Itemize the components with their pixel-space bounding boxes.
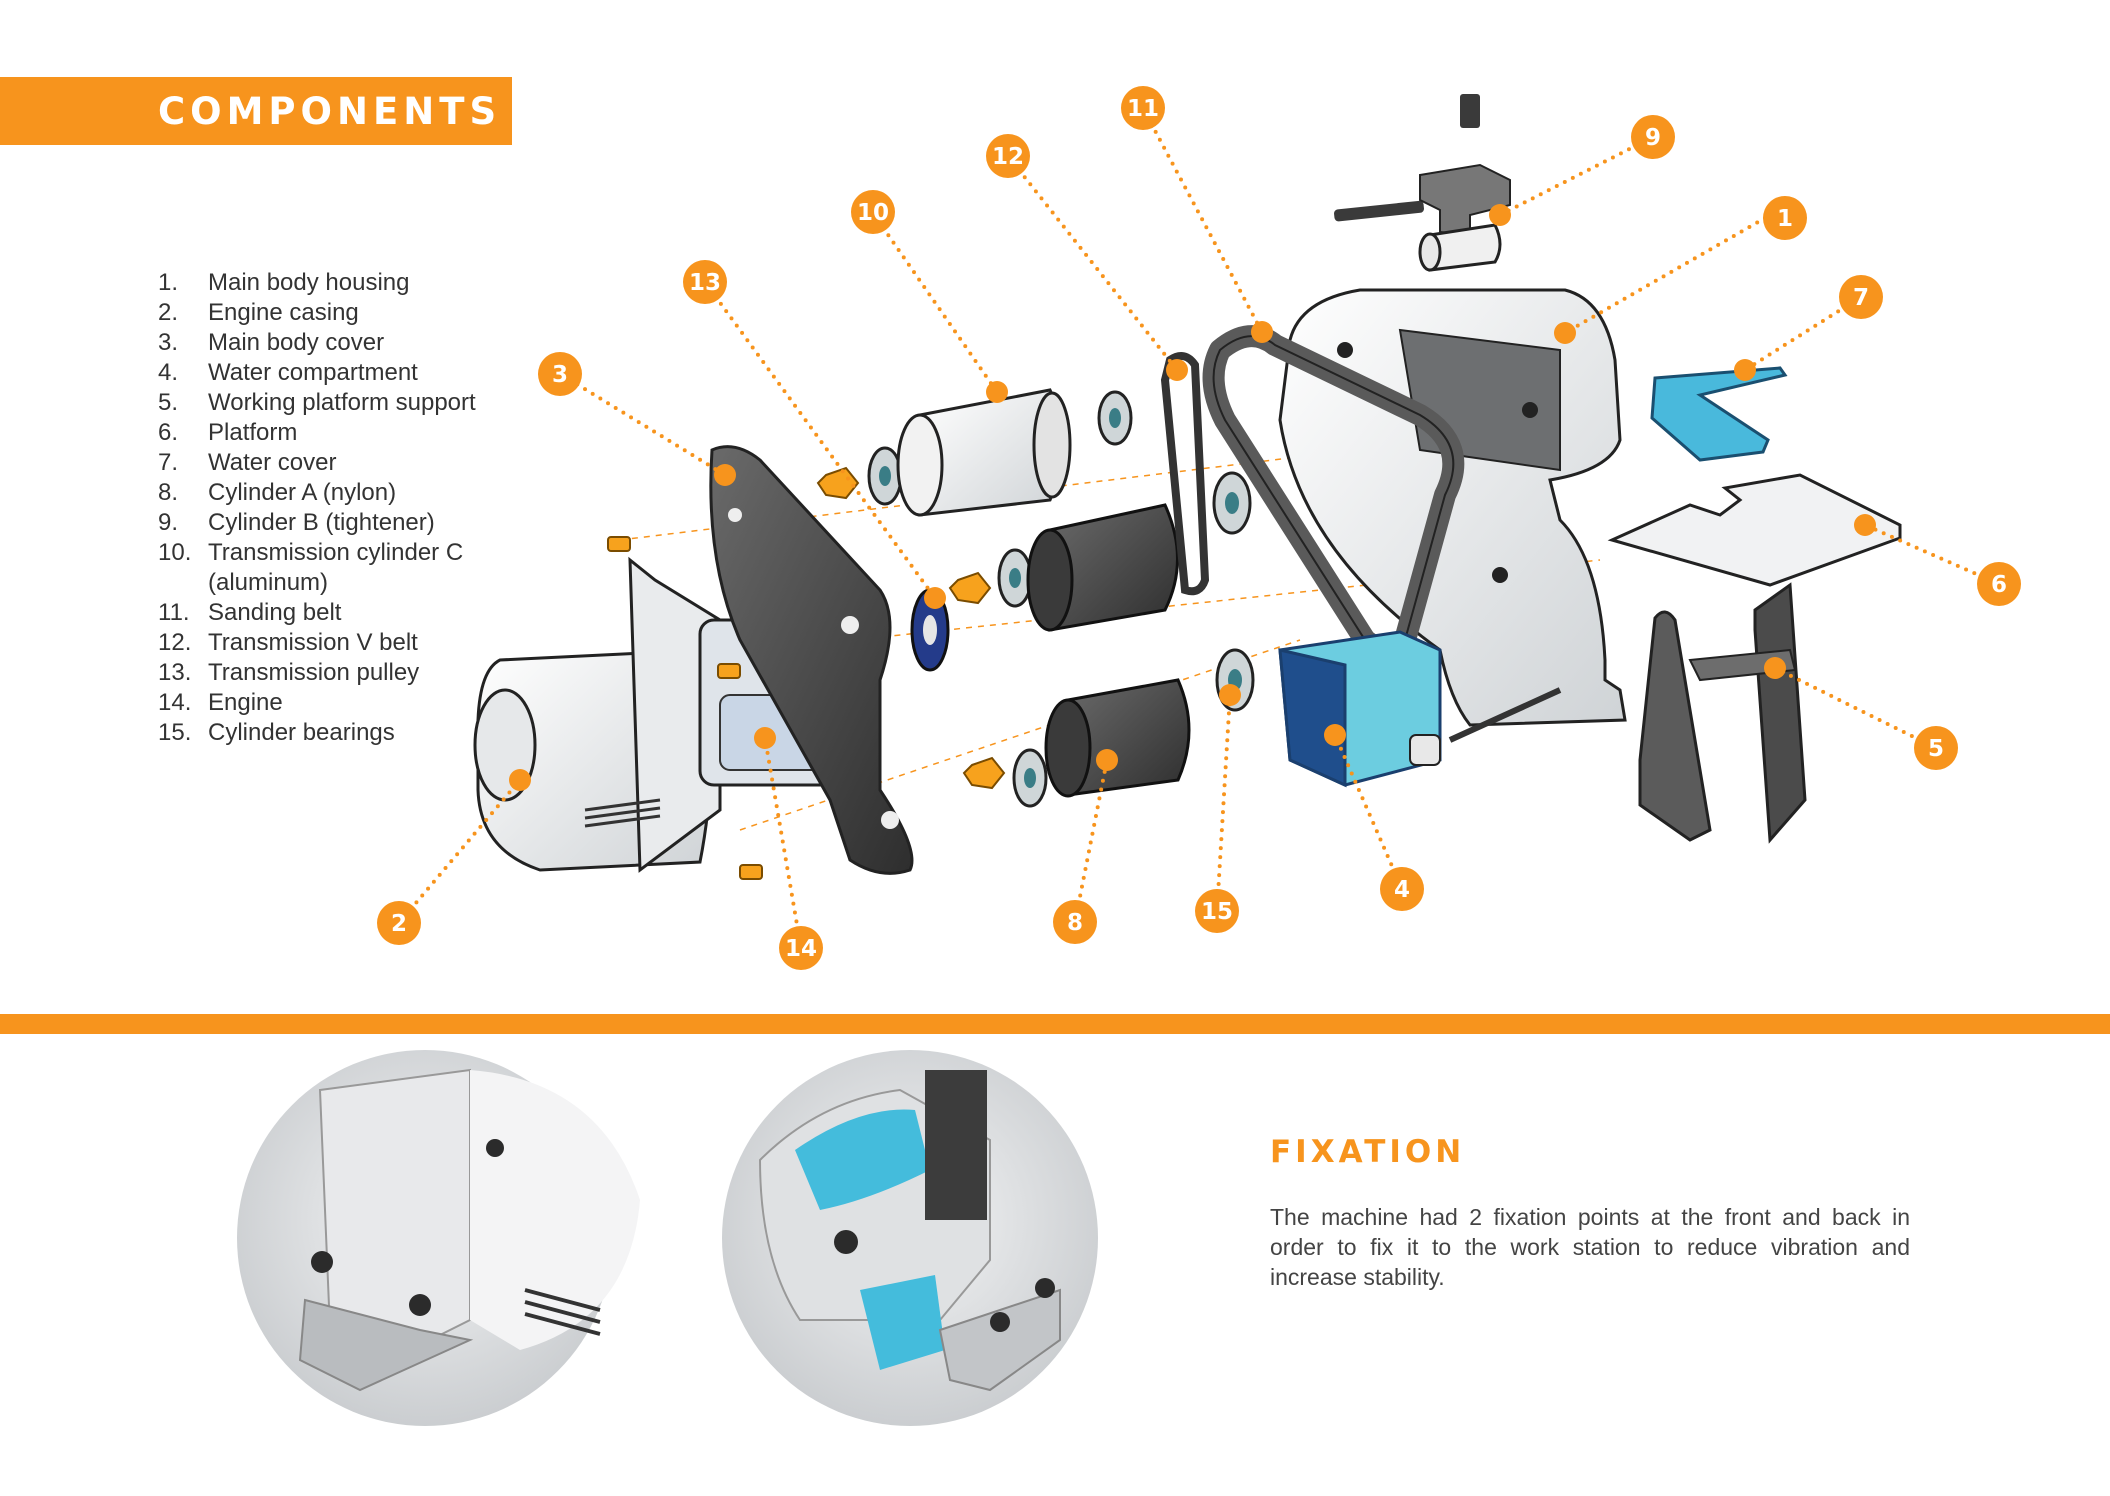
list-item: 9. Cylinder B (tightener)	[158, 508, 503, 538]
item-label: Transmission V belt	[208, 629, 418, 656]
list-item: 1. Main body housing	[158, 268, 503, 298]
item-label: Main body housing	[208, 269, 410, 296]
list-item: 2. Engine casing	[158, 298, 503, 328]
callout-1: 1	[1763, 196, 1807, 240]
item-label: Working platform support	[208, 389, 476, 416]
callout-2: 2	[377, 901, 421, 945]
item-number: 9.	[158, 509, 179, 536]
components-list: 1. Main body housing 2. Engine casing 3. Ma…	[158, 268, 503, 748]
item-label: Cylinder bearings	[208, 719, 395, 746]
item-label: Cylinder B (tightener)	[208, 509, 435, 536]
fixation-detail-rear	[237, 1050, 640, 1426]
svg-text:5: 5	[1928, 736, 1944, 762]
item-label: Engine	[208, 689, 283, 716]
item-label: Transmission pulley	[208, 659, 420, 686]
list-item: 12. Transmission V belt	[158, 628, 503, 658]
cylinder-b-tightener	[1334, 94, 1511, 272]
svg-text:12: 12	[992, 144, 1024, 170]
item-label: Transmission cylinder C	[208, 539, 464, 566]
svg-text:3: 3	[552, 362, 568, 388]
svg-text:13: 13	[689, 270, 721, 296]
list-item: 4. Water compartment	[158, 358, 503, 388]
fixation-description: The machine had 2 fixation points at the…	[1270, 1204, 1910, 1290]
item-number: 13.	[158, 659, 192, 686]
list-item: 11. Sanding belt	[158, 598, 503, 628]
callout-11: 11	[1121, 86, 1165, 130]
item-label: (aluminum)	[208, 569, 329, 596]
working-platform-support	[1638, 582, 1807, 844]
list-item: 7. Water cover	[158, 448, 503, 478]
list-item: 15. Cylinder bearings	[158, 718, 503, 748]
engine-casing	[473, 556, 722, 873]
item-number: 5.	[158, 389, 179, 416]
svg-text:6: 6	[1991, 572, 2007, 598]
callout-13: 13	[683, 260, 727, 304]
list-item: 6. Platform	[158, 418, 503, 448]
fixation-title: FIXATION	[1270, 1134, 1466, 1170]
item-number: 2.	[158, 299, 179, 326]
callout-8: 8	[1053, 900, 1097, 944]
fixation-detail-front	[722, 1050, 1098, 1426]
water-compartment	[1278, 630, 1562, 788]
item-label: Sanding belt	[208, 599, 342, 626]
item-label: Platform	[208, 419, 298, 446]
item-number: 11.	[158, 599, 190, 626]
svg-text:8: 8	[1067, 910, 1083, 936]
callout-3: 3	[538, 352, 582, 396]
item-label: Cylinder A (nylon)	[208, 479, 397, 506]
item-number: 15.	[158, 719, 192, 746]
svg-text:7: 7	[1853, 285, 1869, 311]
platform	[1607, 473, 1902, 587]
list-item: 3. Main body cover	[158, 328, 503, 358]
item-number: 1.	[158, 269, 179, 296]
transmission-v-belt	[1160, 352, 1210, 596]
svg-text:9: 9	[1645, 125, 1661, 151]
components-title: COMPONENTS	[158, 90, 502, 133]
svg-text:14: 14	[785, 936, 817, 962]
leader-lines	[397, 106, 2001, 950]
list-item: 14. Engine	[158, 688, 503, 718]
vent-slots	[584, 798, 661, 828]
callout-7: 7	[1839, 275, 1883, 319]
callout-9: 9	[1631, 115, 1675, 159]
callout-14: 14	[779, 926, 823, 970]
callout-15: 15	[1195, 889, 1239, 933]
item-label: Engine casing	[208, 299, 359, 326]
item-number: 6.	[158, 419, 179, 446]
callout-4: 4	[1380, 867, 1424, 911]
item-label: Water cover	[208, 449, 337, 476]
leader-endpoints	[509, 204, 1876, 791]
main-body-cover	[709, 445, 914, 875]
list-item: (aluminum)	[158, 568, 503, 598]
item-number: 7.	[158, 449, 179, 476]
item-number: 12.	[158, 629, 192, 656]
callout-6: 6	[1977, 562, 2021, 606]
item-number: 14.	[158, 689, 192, 716]
screws-and-nuts	[607, 466, 1006, 880]
svg-text:4: 4	[1394, 877, 1410, 903]
svg-text:1: 1	[1777, 206, 1793, 232]
svg-text:11: 11	[1127, 96, 1159, 122]
item-number: 4.	[158, 359, 179, 386]
item-number: 3.	[158, 329, 179, 356]
list-item: 13. Transmission pulley	[158, 658, 503, 688]
components-banner: COMPONENTS	[0, 77, 512, 145]
callout-5: 5	[1914, 726, 1958, 770]
svg-text:10: 10	[857, 200, 889, 226]
transmission-cylinder-c	[896, 388, 1072, 517]
item-number: 8.	[158, 479, 179, 506]
list-item: 8. Cylinder A (nylon)	[158, 478, 503, 508]
item-label: Main body cover	[208, 329, 385, 356]
svg-text:2: 2	[391, 911, 407, 937]
water-cover	[1650, 366, 1788, 462]
svg-text:15: 15	[1201, 899, 1233, 925]
section-divider	[0, 1014, 2110, 1034]
item-number: 10.	[158, 539, 192, 566]
list-item: 5. Working platform support	[158, 388, 503, 418]
list-item: 10. Transmission cylinder C	[158, 538, 503, 568]
callout-10: 10	[851, 190, 895, 234]
callout-12: 12	[986, 134, 1030, 178]
item-label: Water compartment	[208, 359, 418, 386]
